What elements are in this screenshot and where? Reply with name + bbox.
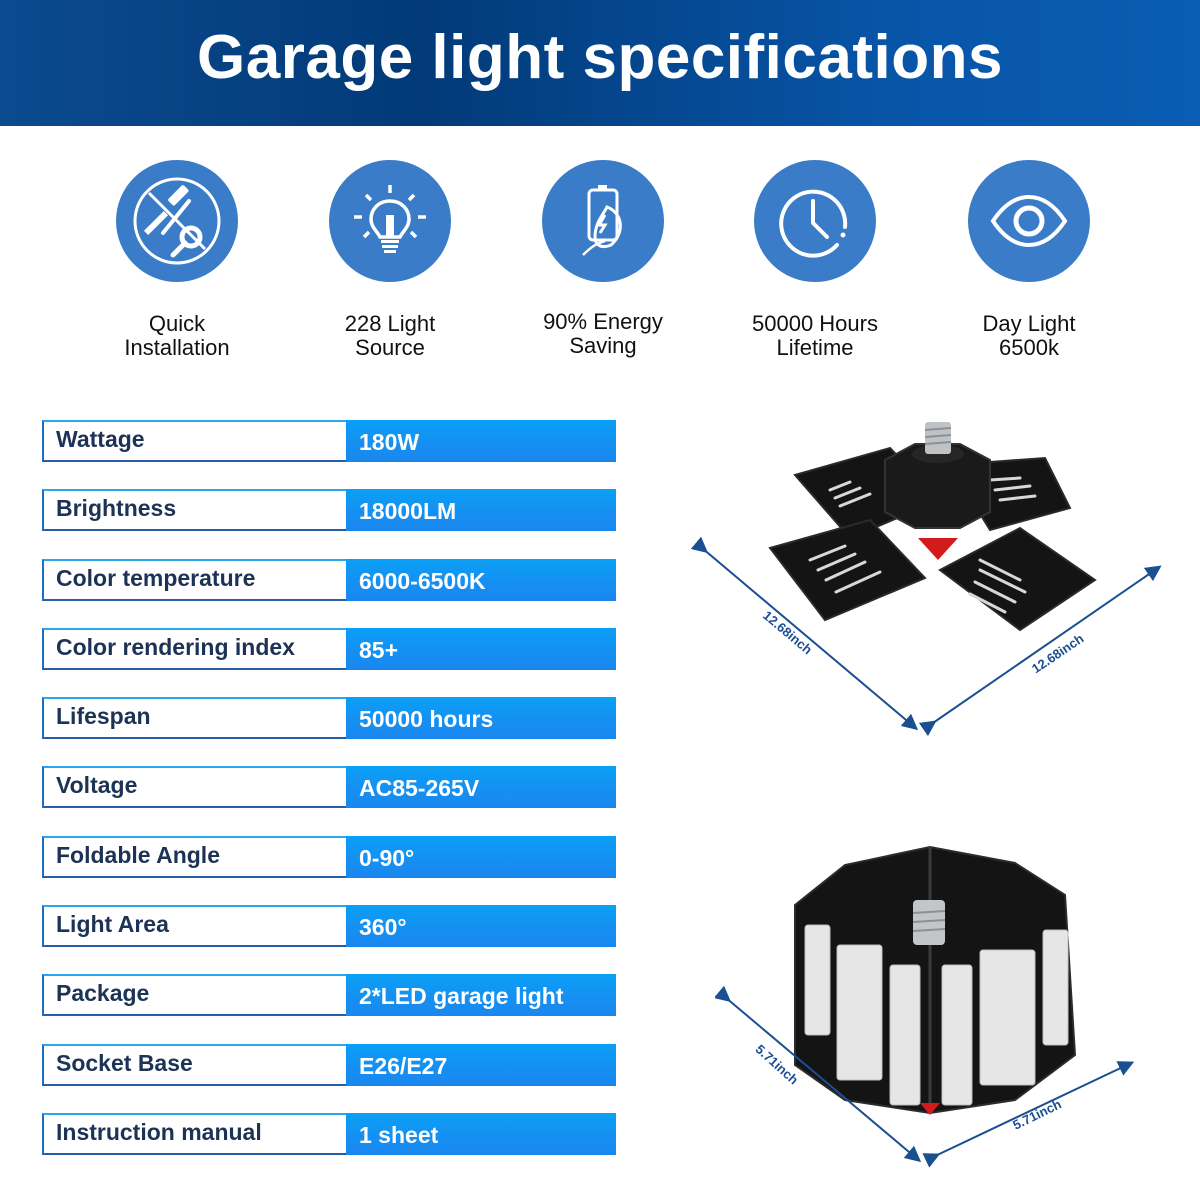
feature-label-line1: Quick: [148, 311, 206, 336]
spec-value: 180W: [346, 420, 616, 462]
spec-label: Socket Base: [42, 1044, 346, 1086]
spec-label: Voltage: [42, 766, 346, 808]
feature-quick-installation: Quick Installation: [77, 160, 277, 360]
feature-icons-row: Quick Installation 228 Light Sour: [0, 160, 1200, 370]
spec-row-wattage: Wattage 180W: [42, 420, 616, 462]
spec-row-cri: Color rendering index 85+: [42, 628, 616, 670]
product-image-unfolded: 12.68inch 12.68inch: [690, 420, 1170, 740]
spec-value: 2*LED garage light: [346, 974, 616, 1016]
spec-value: 0-90°: [346, 836, 616, 878]
spec-row-color-temperature: Color temperature 6000-6500K: [42, 559, 616, 601]
feature-label-line2: 6500k: [999, 335, 1059, 360]
spec-value: 360°: [346, 905, 616, 947]
spec-label: Light Area: [42, 905, 346, 947]
eye-icon: [968, 160, 1090, 282]
spec-value: 50000 hours: [346, 697, 616, 739]
spec-value: AC85-265V: [346, 766, 616, 808]
spec-value: 1 sheet: [346, 1113, 616, 1155]
spec-row-lifespan: Lifespan 50000 hours: [42, 697, 616, 739]
feature-label-line2: Saving: [569, 333, 637, 358]
spec-row-socket-base: Socket Base E26/E27: [42, 1044, 616, 1086]
lightbulb-icon: [329, 160, 451, 282]
page-title: Garage light specifications: [197, 22, 1003, 92]
feature-lifetime: 50000 Hours Lifetime: [715, 160, 915, 360]
spec-label: Lifespan: [42, 697, 346, 739]
spec-value: E26/E27: [346, 1044, 616, 1086]
spec-label: Wattage: [42, 420, 346, 462]
spec-value: 18000LM: [346, 489, 616, 531]
spec-row-brightness: Brightness 18000LM: [42, 489, 616, 531]
spec-row-instruction-manual: Instruction manual 1 sheet: [42, 1113, 616, 1155]
feature-label-line1: 90% Energy: [543, 309, 663, 334]
header-banner: Garage light specifications: [0, 0, 1200, 126]
feature-energy-saving: 90% Energy Saving: [503, 160, 703, 358]
spec-row-package: Package 2*LED garage light: [42, 974, 616, 1016]
garage-light-folded-illustration: [713, 845, 1135, 1168]
feature-label-line1: Day Light: [982, 311, 1076, 336]
spec-label: Instruction manual: [42, 1113, 346, 1155]
feature-label-line1: 228 Light: [344, 311, 436, 336]
feature-light-source: 228 Light Source: [290, 160, 490, 360]
feature-label-line2: Installation: [124, 335, 230, 360]
spec-row-light-area: Light Area 360°: [42, 905, 616, 947]
spec-label: Foldable Angle: [42, 836, 346, 878]
spec-value: 85+: [346, 628, 616, 670]
feature-label-line1: 50000 Hours: [752, 311, 878, 336]
feature-label-line2: Lifetime: [776, 335, 854, 360]
clock-icon: [754, 160, 876, 282]
feature-day-light: Day Light 6500k: [929, 160, 1129, 360]
feature-label-line2: Source: [355, 335, 425, 360]
battery-leaf-icon: [542, 160, 664, 282]
spec-label: Color rendering index: [42, 628, 346, 670]
spec-value: 6000-6500K: [346, 559, 616, 601]
product-image-folded: 5.71inch 5.71inch: [713, 835, 1155, 1175]
tools-icon: [116, 160, 238, 282]
garage-light-unfolded-illustration: [690, 422, 1162, 737]
spec-label: Brightness: [42, 489, 346, 531]
spec-row-voltage: Voltage AC85-265V: [42, 766, 616, 808]
spec-label: Color temperature: [42, 559, 346, 601]
spec-label: Package: [42, 974, 346, 1016]
spec-row-foldable-angle: Foldable Angle 0-90°: [42, 836, 616, 878]
